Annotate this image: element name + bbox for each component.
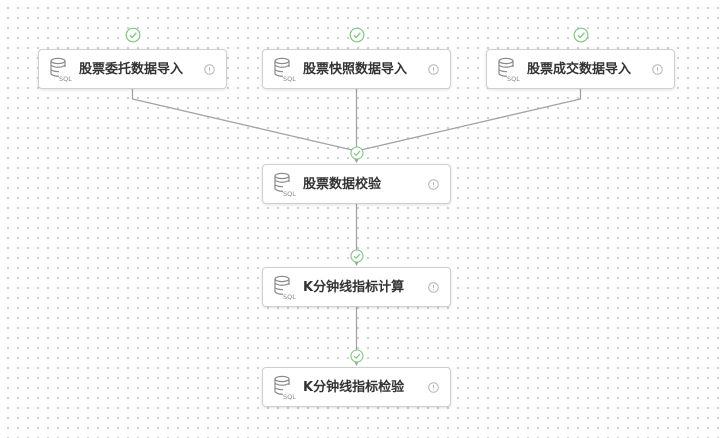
sql-icon-text: SQL bbox=[283, 293, 296, 301]
status-success-icon bbox=[125, 27, 140, 43]
info-icon[interactable] bbox=[428, 64, 439, 75]
node-label: K分钟线指标检验 bbox=[303, 380, 405, 395]
sql-icon-text: SQL bbox=[59, 75, 72, 83]
input-port-icon[interactable] bbox=[349, 349, 364, 363]
workflow-node[interactable]: SQL 股票快照数据导入 bbox=[262, 49, 451, 89]
info-icon[interactable] bbox=[428, 282, 439, 293]
edge-n3-n4[interactable] bbox=[352, 89, 582, 163]
info-icon[interactable] bbox=[652, 64, 663, 75]
sql-database-icon: SQL bbox=[50, 57, 72, 83]
workflow-node[interactable]: SQL K分钟线指标计算 bbox=[262, 267, 451, 307]
status-success-icon bbox=[573, 27, 588, 43]
node-label: 股票快照数据导入 bbox=[303, 62, 408, 77]
node-label: 股票数据校验 bbox=[303, 177, 382, 192]
workflow-node[interactable]: SQL K分钟线指标检验 bbox=[262, 367, 451, 407]
sql-icon-text: SQL bbox=[283, 393, 296, 401]
info-icon[interactable] bbox=[428, 179, 439, 190]
node-label: K分钟线指标计算 bbox=[303, 280, 405, 295]
info-icon[interactable] bbox=[204, 64, 215, 75]
sql-database-icon: SQL bbox=[498, 57, 520, 83]
sql-icon-text: SQL bbox=[283, 75, 296, 83]
sql-database-icon: SQL bbox=[274, 57, 296, 83]
sql-database-icon: SQL bbox=[274, 375, 296, 401]
sql-database-icon: SQL bbox=[274, 172, 296, 198]
workflow-node[interactable]: SQL 股票数据校验 bbox=[262, 164, 451, 204]
sql-icon-text: SQL bbox=[507, 75, 520, 83]
workflow-node[interactable]: SQL 股票委托数据导入 bbox=[38, 49, 227, 89]
edge-n1-n4[interactable] bbox=[131, 89, 361, 163]
node-label: 股票委托数据导入 bbox=[79, 62, 184, 77]
sql-icon-text: SQL bbox=[283, 190, 296, 198]
workflow-node[interactable]: SQL 股票成交数据导入 bbox=[486, 49, 675, 89]
info-icon[interactable] bbox=[428, 382, 439, 393]
input-port-icon[interactable] bbox=[349, 249, 364, 263]
node-label: 股票成交数据导入 bbox=[527, 62, 632, 77]
status-success-icon bbox=[349, 27, 364, 43]
sql-database-icon: SQL bbox=[274, 275, 296, 301]
input-port-icon[interactable] bbox=[349, 146, 364, 160]
